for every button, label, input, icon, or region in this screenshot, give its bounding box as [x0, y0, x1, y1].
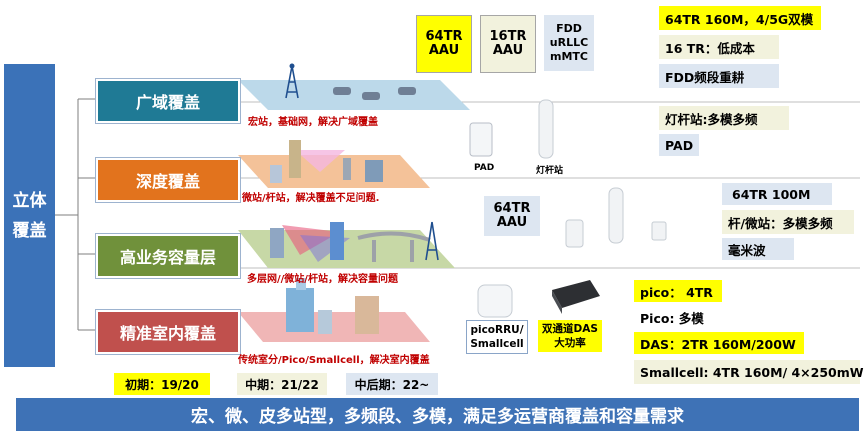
tree-connector — [55, 98, 96, 331]
bottom-banner: 宏、微、皮多站型，多频段、多模，满足多运营商覆盖和容量需求 — [16, 398, 859, 431]
option-lamp-pole-multimode: 灯杆站:多模多频 — [659, 106, 789, 130]
caption-deep: 微站/杆站，解决覆盖不足问题. — [242, 193, 380, 204]
platform-deep — [238, 155, 430, 188]
option-pole-micro-multimode: 杆/微站：多模多频 — [722, 210, 854, 234]
option-pico-multimode: Pico: 多模 — [634, 306, 722, 328]
option-16tr-low-cost: 16 TR：低成本 — [659, 35, 779, 59]
caption-wide: 宏站，基础网，解决广域覆盖 — [248, 117, 378, 128]
platform-indoor — [238, 312, 430, 342]
option-64tr-160m: 64TR 160M，4/5G双模 — [659, 6, 821, 30]
option-fdd-refarming: FDD频段重耕 — [659, 64, 779, 88]
box-16tr-aau: 16TR AAU — [480, 15, 536, 73]
das-device-icon — [552, 280, 600, 314]
category-capacity-layer: 高业务容量层 — [96, 234, 240, 278]
side-title-box: 立体 覆盖 — [4, 64, 55, 367]
box-64tr-aau: 64TR AAU — [416, 15, 472, 73]
lamp-pole-device-icon — [538, 99, 554, 159]
category-wide-coverage: 广域覆盖 — [96, 79, 240, 123]
label-pad: PAD — [474, 163, 495, 173]
option-pad: PAD — [659, 134, 699, 156]
side-title-line2: 覆盖 — [12, 220, 47, 241]
platform-wide — [238, 80, 470, 110]
option-64tr-100m: 64TR 100M — [722, 183, 832, 205]
caption-capacity: 多层网//微站/杆站，解决容量问题 — [247, 274, 398, 285]
picorru-device-icon — [477, 284, 513, 318]
caption-indoor: 传统室分/Pico/Smallcell，解决室内覆盖 — [238, 355, 430, 366]
option-mmwave: 毫米波 — [722, 238, 794, 260]
option-pico-4tr: pico： 4TR — [634, 280, 722, 302]
box-picorru-smallcell: picoRRU/ Smallcell — [466, 320, 528, 354]
box-fdd-urllc: FDD uRLLC mMTC — [544, 15, 594, 71]
box-dual-channel-das: 双通道DAS 大功率 — [538, 320, 602, 352]
option-smallcell: Smallcell: 4TR 160M/ 4×250mW — [634, 360, 864, 384]
side-title-line1: 立体 — [12, 190, 47, 211]
phase-mid: 中期：21/22 — [237, 373, 327, 395]
option-das-2tr: DAS：2TR 160M/200W — [634, 332, 804, 354]
phase-early: 初期：19/20 — [114, 373, 210, 395]
macro-tower-illustration — [285, 63, 416, 100]
capacity-illustration — [270, 221, 439, 262]
phase-mid-late: 中后期：22~ — [346, 373, 438, 395]
micro-site-illustration — [270, 140, 383, 183]
indoor-buildings-illustration — [286, 278, 379, 334]
label-lamp-pole: 灯杆站 — [536, 166, 564, 176]
capacity-device-icons — [565, 187, 667, 248]
category-deep-coverage: 深度覆盖 — [96, 158, 240, 202]
category-indoor-coverage: 精准室内覆盖 — [96, 310, 240, 354]
box-64tr-aau-capacity: 64TR AAU — [484, 196, 540, 236]
pad-device-icon — [469, 122, 493, 157]
